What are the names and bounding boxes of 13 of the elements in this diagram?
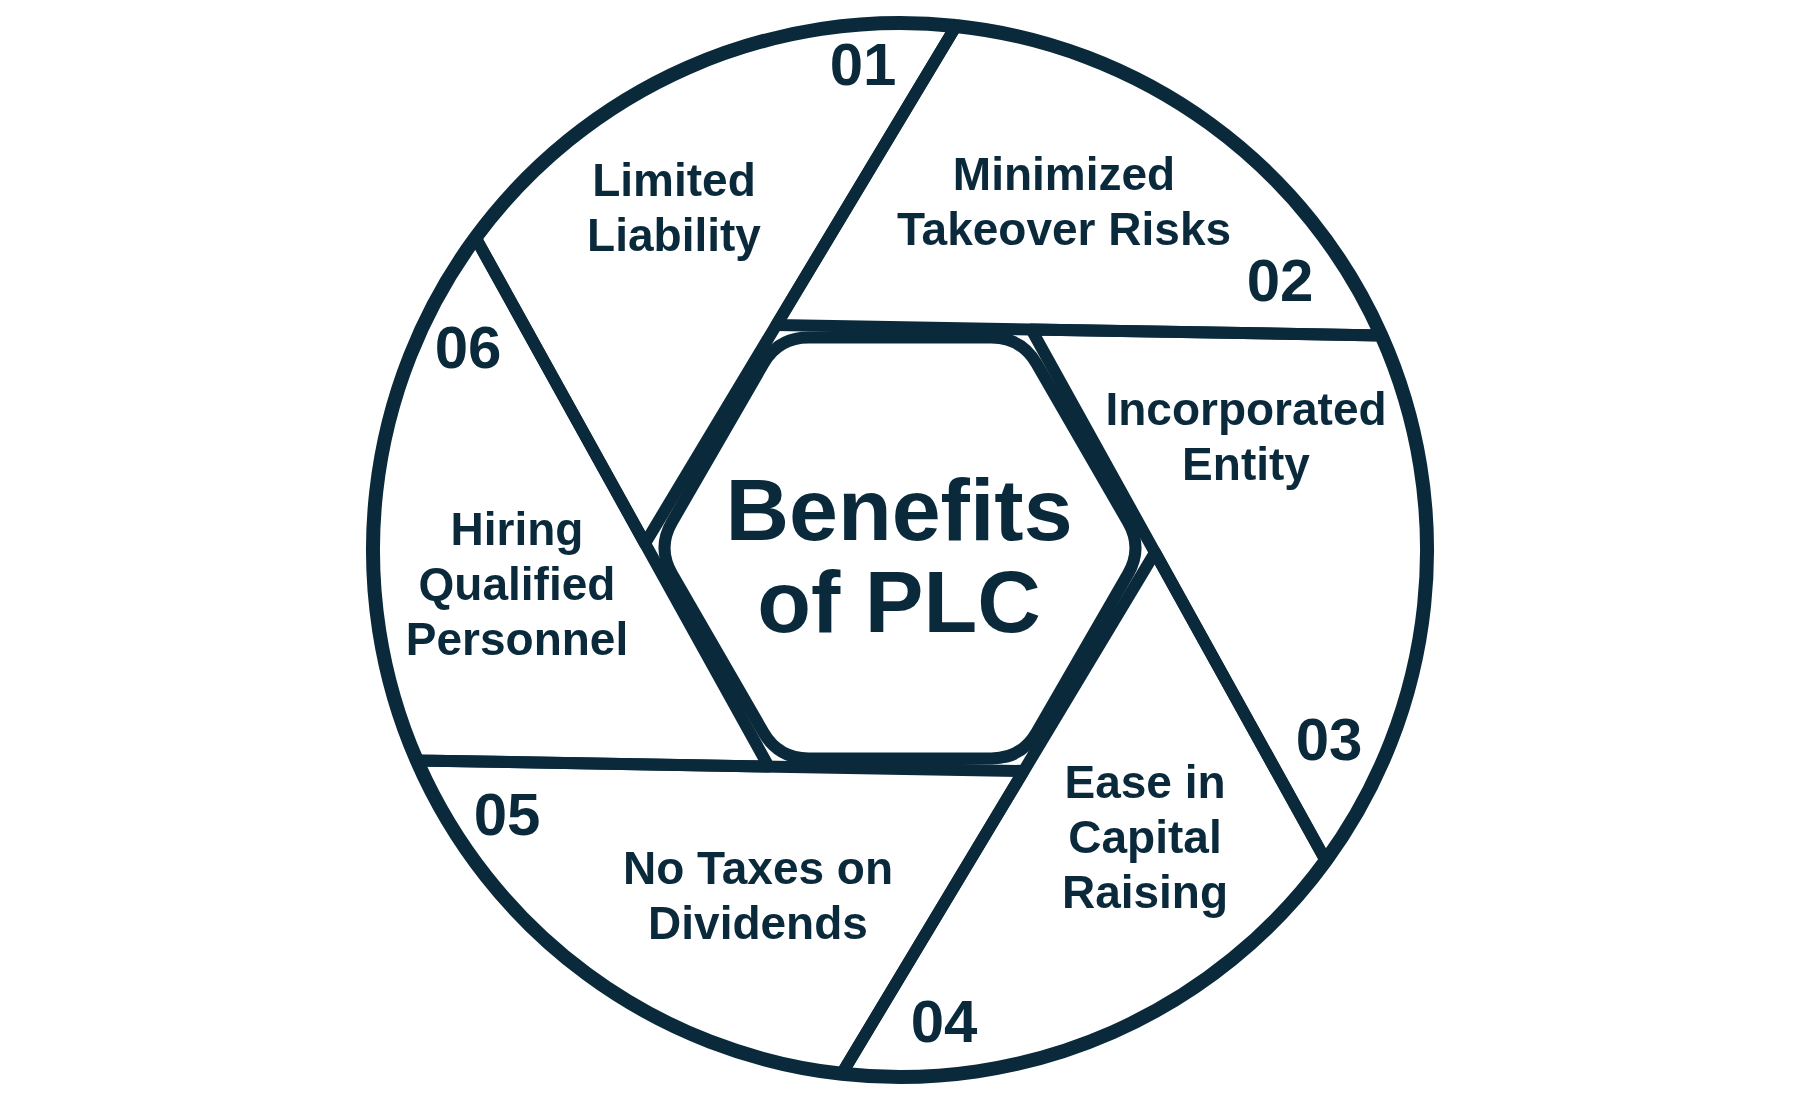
blade-label: Limited Liability [586,153,762,264]
step-number: 06 [433,318,503,378]
blade-label: Minimized Takeover Risks [895,147,1233,258]
step-number: 02 [1245,251,1315,311]
step-number: 04 [909,992,979,1052]
blade-label: Ease in Capital Raising [1060,755,1230,921]
blade-label: No Taxes on Dividends [621,841,895,952]
step-number: 03 [1294,710,1364,770]
step-number: 01 [828,35,898,95]
step-number: 05 [472,785,542,845]
blade-label: Hiring Qualified Personnel [404,502,630,668]
blade-label: Incorporated Entity [1104,382,1388,493]
center-title: Benefits of PLC [724,463,1074,649]
